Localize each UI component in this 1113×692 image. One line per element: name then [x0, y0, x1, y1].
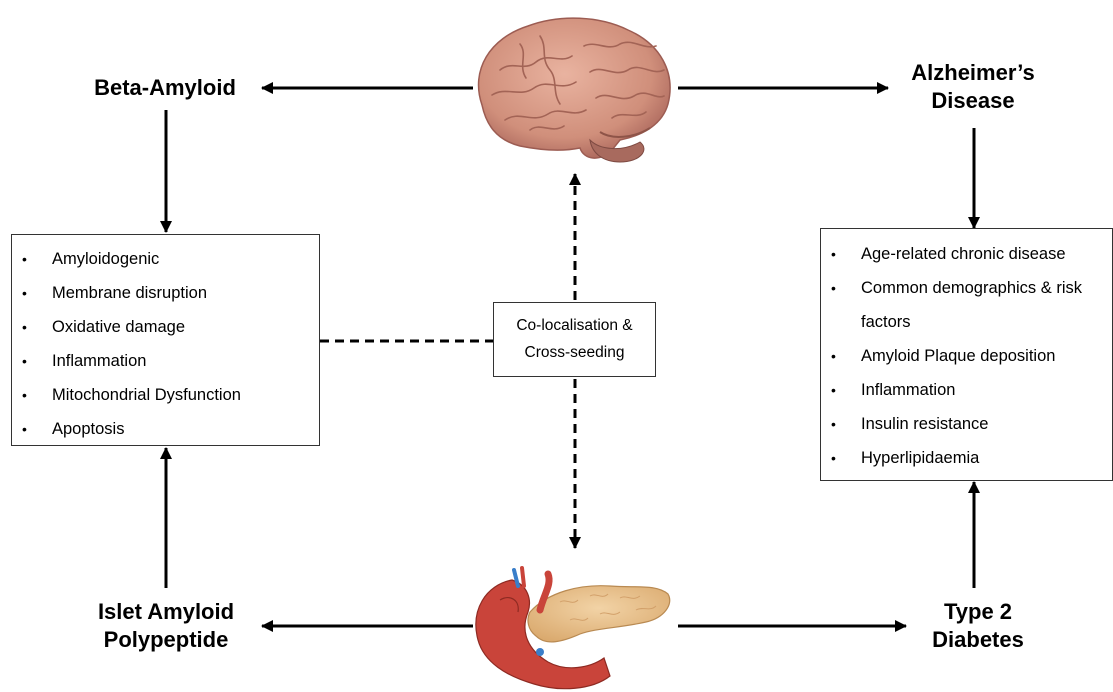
- shared-features-list: Age-related chronic disease Common demog…: [821, 237, 1112, 475]
- list-item: Inflammation: [821, 373, 1112, 407]
- islet-amyloid-line-1: Islet Amyloid: [97, 599, 235, 624]
- islet-amyloid-heading: Islet Amyloid Polypeptide: [72, 598, 260, 654]
- list-item: Amyloidogenic: [12, 242, 319, 276]
- cross-seeding-line-2: Cross-seeding: [524, 344, 625, 361]
- cross-seeding-box: Co-localisation & Cross-seeding: [493, 302, 656, 377]
- alzheimers-line-1: Alzheimer’s: [911, 60, 1035, 85]
- list-item: Age-related chronic disease: [821, 237, 1112, 271]
- amyloid-effects-box: Amyloidogenic Membrane disruption Oxidat…: [11, 234, 320, 446]
- shared-features-box: Age-related chronic disease Common demog…: [820, 228, 1113, 481]
- list-item: Hyperlipidaemia: [821, 441, 1112, 475]
- list-item: Membrane disruption: [12, 276, 319, 310]
- cross-seeding-line-1: Co-localisation &: [516, 317, 633, 334]
- brain-illustration: [477, 17, 671, 163]
- list-item: Oxidative damage: [12, 310, 319, 344]
- alzheimers-line-2: Disease: [931, 88, 1015, 113]
- list-item: Apoptosis: [12, 412, 319, 446]
- list-item: Amyloid Plaque deposition: [821, 339, 1112, 373]
- islet-amyloid-line-2: Polypeptide: [103, 627, 229, 652]
- beta-amyloid-heading: Beta-Amyloid: [76, 74, 254, 102]
- list-item: Common demographics & risk factors: [821, 271, 1112, 339]
- list-item: Insulin resistance: [821, 407, 1112, 441]
- type2-diabetes-heading: Type 2 Diabetes: [900, 598, 1056, 654]
- alzheimers-heading: Alzheimer’s Disease: [880, 59, 1066, 115]
- pancreas-illustration: [475, 566, 671, 690]
- list-item: Inflammation: [12, 344, 319, 378]
- amyloid-effects-list: Amyloidogenic Membrane disruption Oxidat…: [12, 242, 319, 446]
- type2-diabetes-line-2: Diabetes: [932, 627, 1024, 652]
- list-item: Mitochondrial Dysfunction: [12, 378, 319, 412]
- beta-amyloid-label: Beta-Amyloid: [94, 75, 236, 100]
- type2-diabetes-line-1: Type 2: [943, 599, 1013, 624]
